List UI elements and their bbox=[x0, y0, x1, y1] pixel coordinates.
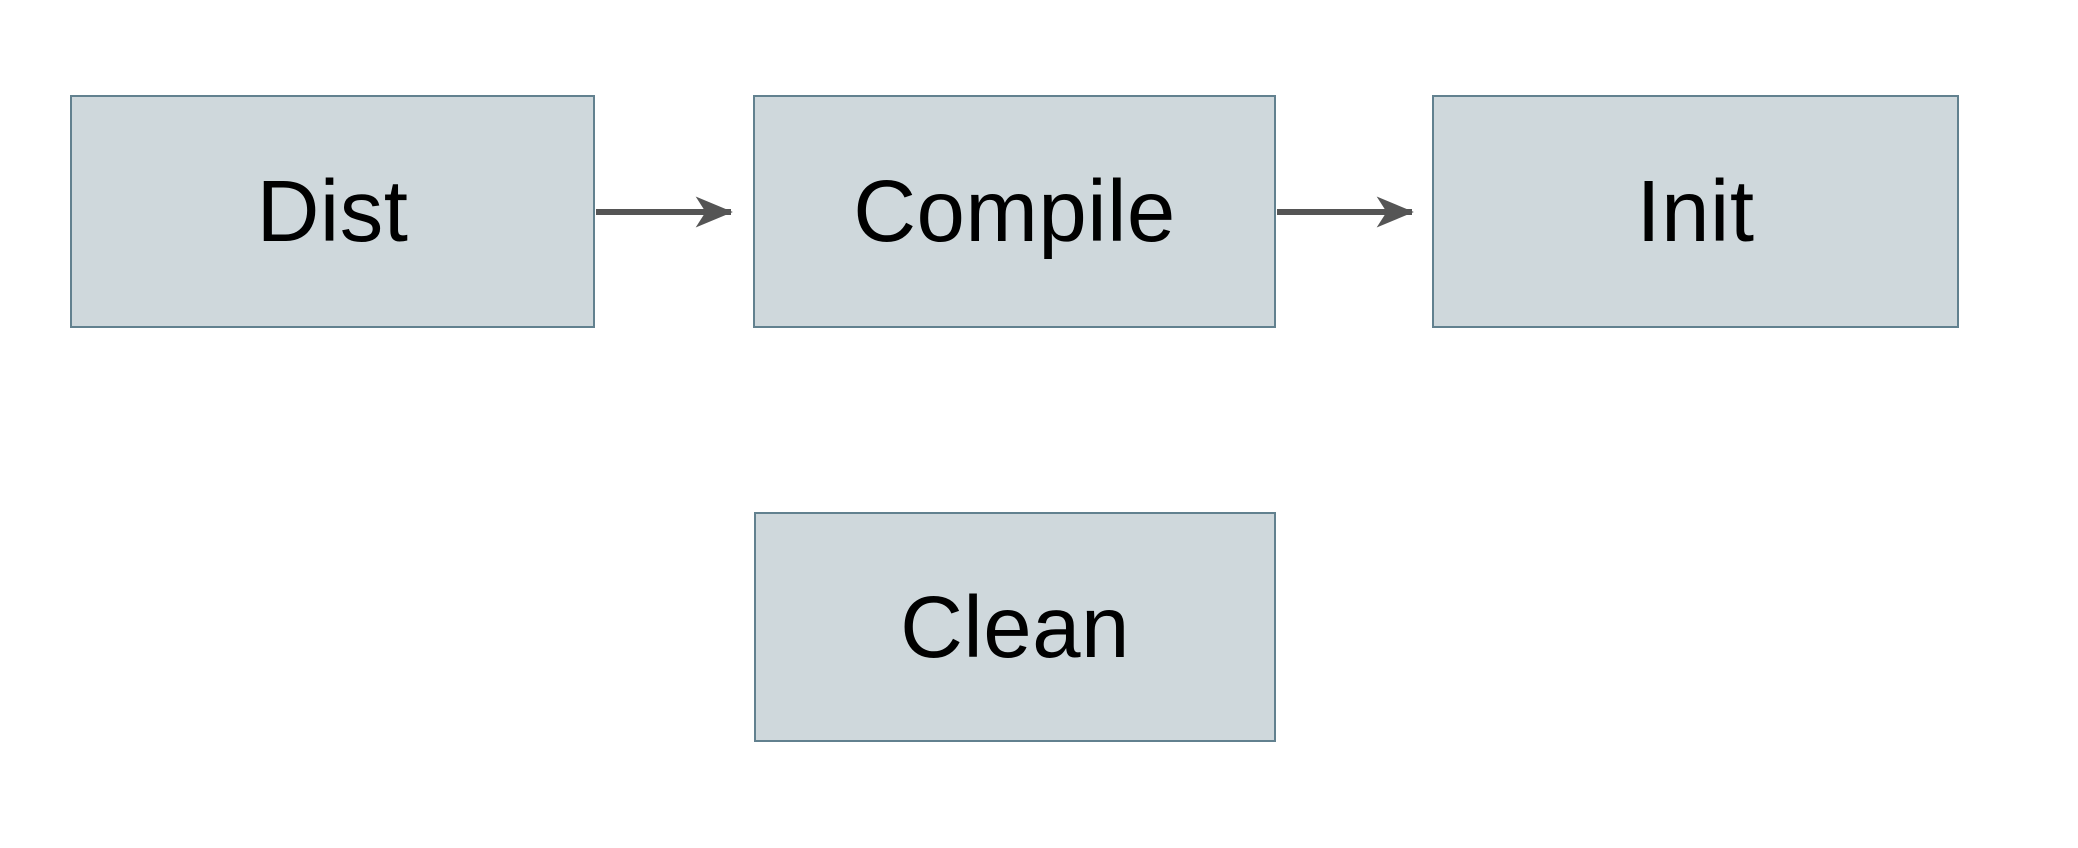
node-dist-label: Dist bbox=[256, 163, 409, 260]
node-compile[interactable]: Compile bbox=[753, 95, 1276, 328]
node-init-label: Init bbox=[1636, 163, 1755, 260]
node-compile-label: Compile bbox=[853, 163, 1176, 260]
node-init[interactable]: Init bbox=[1432, 95, 1959, 328]
node-clean[interactable]: Clean bbox=[754, 512, 1276, 742]
node-dist[interactable]: Dist bbox=[70, 95, 595, 328]
node-clean-label: Clean bbox=[900, 578, 1130, 676]
